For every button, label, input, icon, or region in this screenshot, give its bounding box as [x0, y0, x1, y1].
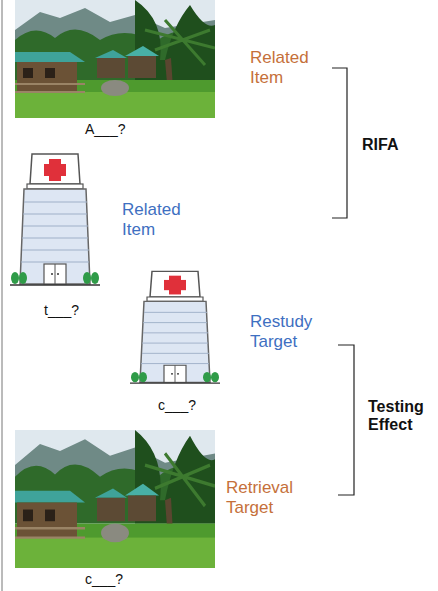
bracket	[332, 68, 347, 218]
hospital-icon	[10, 154, 100, 285]
hospital-icon	[130, 271, 220, 383]
frame-line	[2, 0, 3, 591]
bracket-label: Testing Effect	[368, 398, 434, 435]
cue-text: t___?	[44, 302, 79, 318]
jungle-photo	[15, 430, 215, 568]
item-label: Related Item	[122, 200, 194, 239]
jungle-photo	[15, 0, 215, 118]
item-label: Restudy Target	[250, 312, 326, 351]
bracket-label: RIFA	[362, 136, 398, 154]
cue-text: A___?	[85, 121, 125, 137]
bracket	[338, 345, 354, 495]
cue-text: c___?	[158, 397, 196, 413]
item-label: Retrieval Target	[226, 478, 308, 517]
cue-text: c___?	[85, 571, 123, 587]
item-label: Related Item	[250, 48, 322, 87]
